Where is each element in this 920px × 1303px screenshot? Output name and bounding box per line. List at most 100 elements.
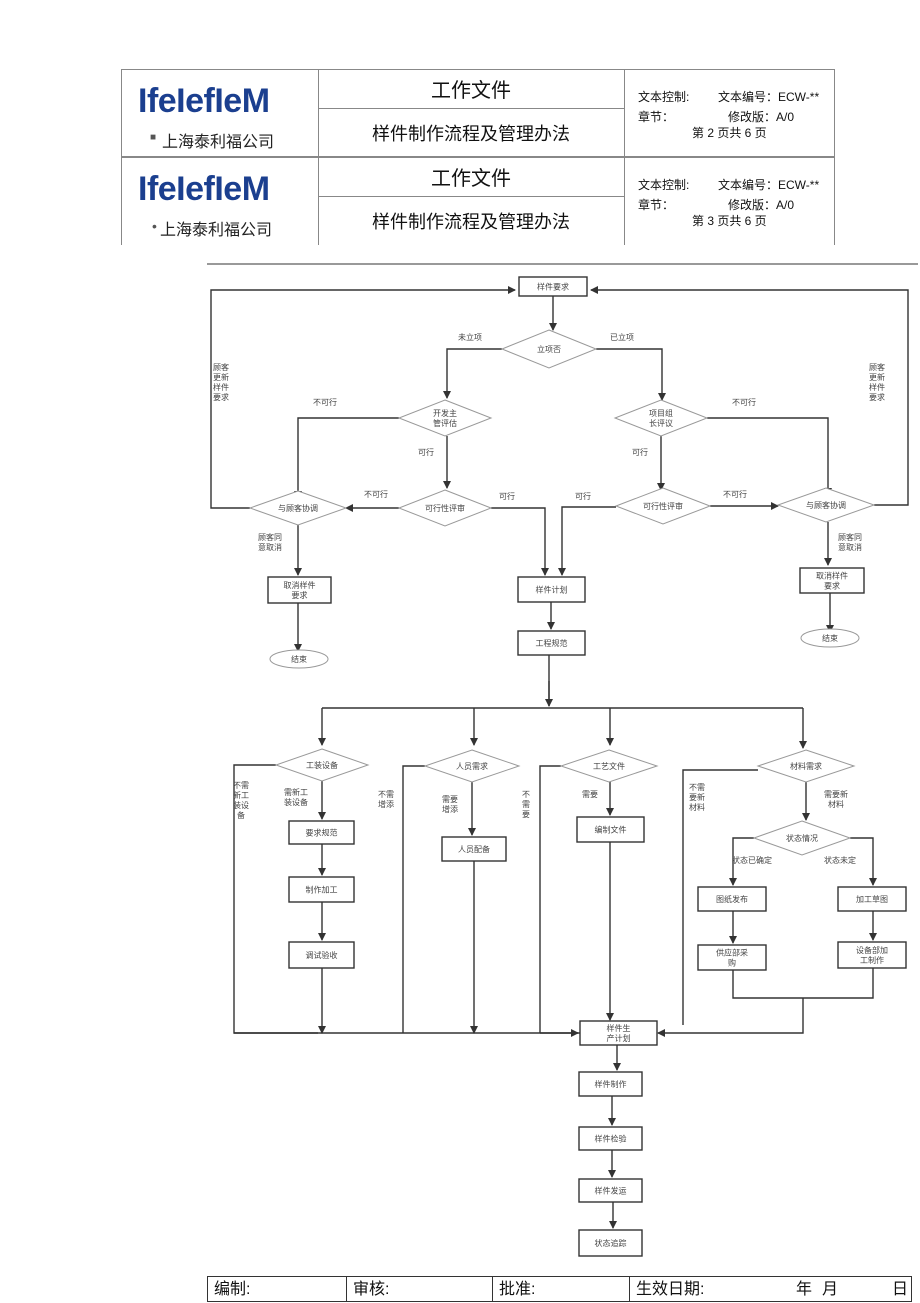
flow-connector <box>732 968 874 999</box>
page-number: 第 3 页共 6 页 <box>692 214 767 228</box>
bullet-icon: • <box>152 218 157 234</box>
flow-connector <box>850 837 877 886</box>
label-nego-right: 与顾客协调 <box>806 500 846 510</box>
flow-connector <box>657 998 804 1037</box>
label-write-doc: 编制文件 <box>595 825 627 835</box>
flow-connector <box>539 765 561 1033</box>
doc-header-page-2: IfeIefIeM ■ 上海泰利福公司 工作文件 样件制作流程及管理办法 文本控… <box>121 69 835 157</box>
label-pm-eval: 项目组长评议 <box>649 408 673 428</box>
label-not-ok-left: 不可行 <box>313 397 337 407</box>
label-no-need: 不需要 <box>522 790 530 819</box>
label-staffing: 人员配备 <box>458 844 490 854</box>
doc-number: 文本编号：ECW-** <box>718 90 820 104</box>
label-dev-manager-eval: 开发主管评估 <box>433 408 457 428</box>
label-end-left: 结束 <box>291 654 307 664</box>
prepared-cell: 编制: <box>208 1277 347 1301</box>
process-eng-spec <box>517 630 586 656</box>
decision-dev-manager-eval <box>397 399 493 437</box>
label-ok-right2: 可行 <box>575 491 591 501</box>
effective-date-cell: 生效日期: 年 月 日 <box>630 1277 911 1301</box>
label-established: 已立项 <box>610 332 634 342</box>
company-logo: IfeIefIeM <box>138 82 270 120</box>
revision: 修改版：A/0 <box>728 110 795 124</box>
label-material: 材料需求 <box>790 761 822 771</box>
approved-label: 批准: <box>499 1281 536 1298</box>
label-supply-purchase: 供应部采购 <box>716 948 748 968</box>
doc-subtitle: 样件制作流程及管理办法 <box>372 212 570 232</box>
label-cust-update-right: 顾客更新样件要求 <box>869 362 885 402</box>
label-sample-inspect: 样件检验 <box>595 1134 627 1144</box>
flow-connector <box>596 348 666 401</box>
company-name: 上海泰利福公司 <box>162 134 275 151</box>
label-process-drawing: 加工草图 <box>856 894 888 904</box>
process-staffing <box>441 836 507 862</box>
decision-personnel <box>423 749 521 783</box>
company-name: 上海泰利福公司 <box>160 222 273 239</box>
label-not-ok-left2: 不可行 <box>364 489 388 499</box>
process-sample-plan <box>517 576 586 603</box>
process-sample-request <box>518 276 588 297</box>
process-cancel-right <box>799 567 865 594</box>
flow-connector <box>590 286 909 506</box>
page-number: 第 2 页共 6 页 <box>692 126 767 140</box>
process-process-drawing <box>837 886 907 912</box>
reviewed-cell: 审核: <box>347 1277 493 1301</box>
process-drawing-release <box>697 886 767 912</box>
terminal-end-left <box>269 649 329 669</box>
decision-pm-eval <box>613 399 709 437</box>
doc-subtitle: 样件制作流程及管理办法 <box>372 124 570 144</box>
reviewed-label: 审核: <box>353 1281 390 1298</box>
month-label: 月 <box>822 1281 839 1298</box>
process-req-spec <box>288 820 355 845</box>
label-status-unfixed: 状态未定 <box>824 855 856 865</box>
doc-control-label: 文本控制: <box>638 90 690 104</box>
label-nego-left: 与顾客协调 <box>278 503 318 513</box>
title-cell: 工作文件 样件制作流程及管理办法 <box>318 70 625 156</box>
label-eng-spec: 工程规范 <box>536 638 568 648</box>
approved-cell: 批准: <box>493 1277 630 1301</box>
logo-cell: IfeIefIeM • 上海泰利福公司 <box>122 158 319 245</box>
approval-footer: 编制: 审核: 批准: 生效日期: 年 月 日 <box>207 1276 912 1302</box>
effective-date-label: 生效日期: <box>636 1281 705 1298</box>
section-label: 章节： <box>638 110 675 124</box>
process-prod-plan <box>579 1020 658 1046</box>
label-ok-right: 可行 <box>632 447 648 457</box>
doc-header-page-3: IfeIefIeM • 上海泰利福公司 工作文件 样件制作流程及管理办法 文本控… <box>121 157 835 245</box>
label-tooling: 工装设备 <box>306 760 338 770</box>
flow-connector <box>233 764 582 1034</box>
label-req-spec: 要求规范 <box>306 828 338 838</box>
label-need-add: 需要增添 <box>442 795 458 814</box>
label-status-track: 状态追踪 <box>595 1238 627 1248</box>
label-process-doc: 工艺文件 <box>593 761 625 771</box>
doc-meta-cell: 文本控制: 文本编号：ECW-** 章节： 修改版：A/0 第 2 页共 6 页 <box>624 70 834 156</box>
label-status: 状态情况 <box>786 833 818 843</box>
section-label: 章节： <box>638 198 675 212</box>
decision-nego-right <box>776 487 876 523</box>
decision-process-doc <box>559 749 659 783</box>
decision-tooling <box>274 748 370 782</box>
doc-meta-cell: 文本控制: 文本编号：ECW-** 章节： 修改版：A/0 第 3 页共 6 页 <box>624 158 834 245</box>
label-cancel-right: 取消样件要求 <box>816 571 848 591</box>
process-status-track <box>578 1229 643 1257</box>
label-no-new-tooling: 不需新工装设备 <box>233 781 249 820</box>
label-ok-left: 可行 <box>418 447 434 457</box>
label-equip-make: 设备部加工制作 <box>856 945 888 965</box>
process-write-doc <box>576 816 645 843</box>
revision: 修改版：A/0 <box>728 198 795 212</box>
flow-connector <box>443 348 502 399</box>
decision-nego-left <box>248 490 348 526</box>
flow-connector <box>558 506 616 576</box>
label-sample-request: 样件要求 <box>537 282 569 292</box>
label-need: 需要 <box>582 790 598 799</box>
bullet-icon: ■ <box>150 132 157 143</box>
doc-type-title: 工作文件 <box>318 158 624 197</box>
process-sample-inspect <box>578 1126 643 1151</box>
doc-control-label: 文本控制: <box>638 178 690 192</box>
process-sample-make <box>578 1071 643 1097</box>
decision-material <box>756 749 856 783</box>
title-cell: 工作文件 样件制作流程及管理办法 <box>318 158 625 245</box>
year-label: 年 <box>796 1281 813 1298</box>
label-cust-agree-left: 顾客同意取消 <box>258 532 282 552</box>
label-drawing-release: 图纸发布 <box>716 894 748 904</box>
